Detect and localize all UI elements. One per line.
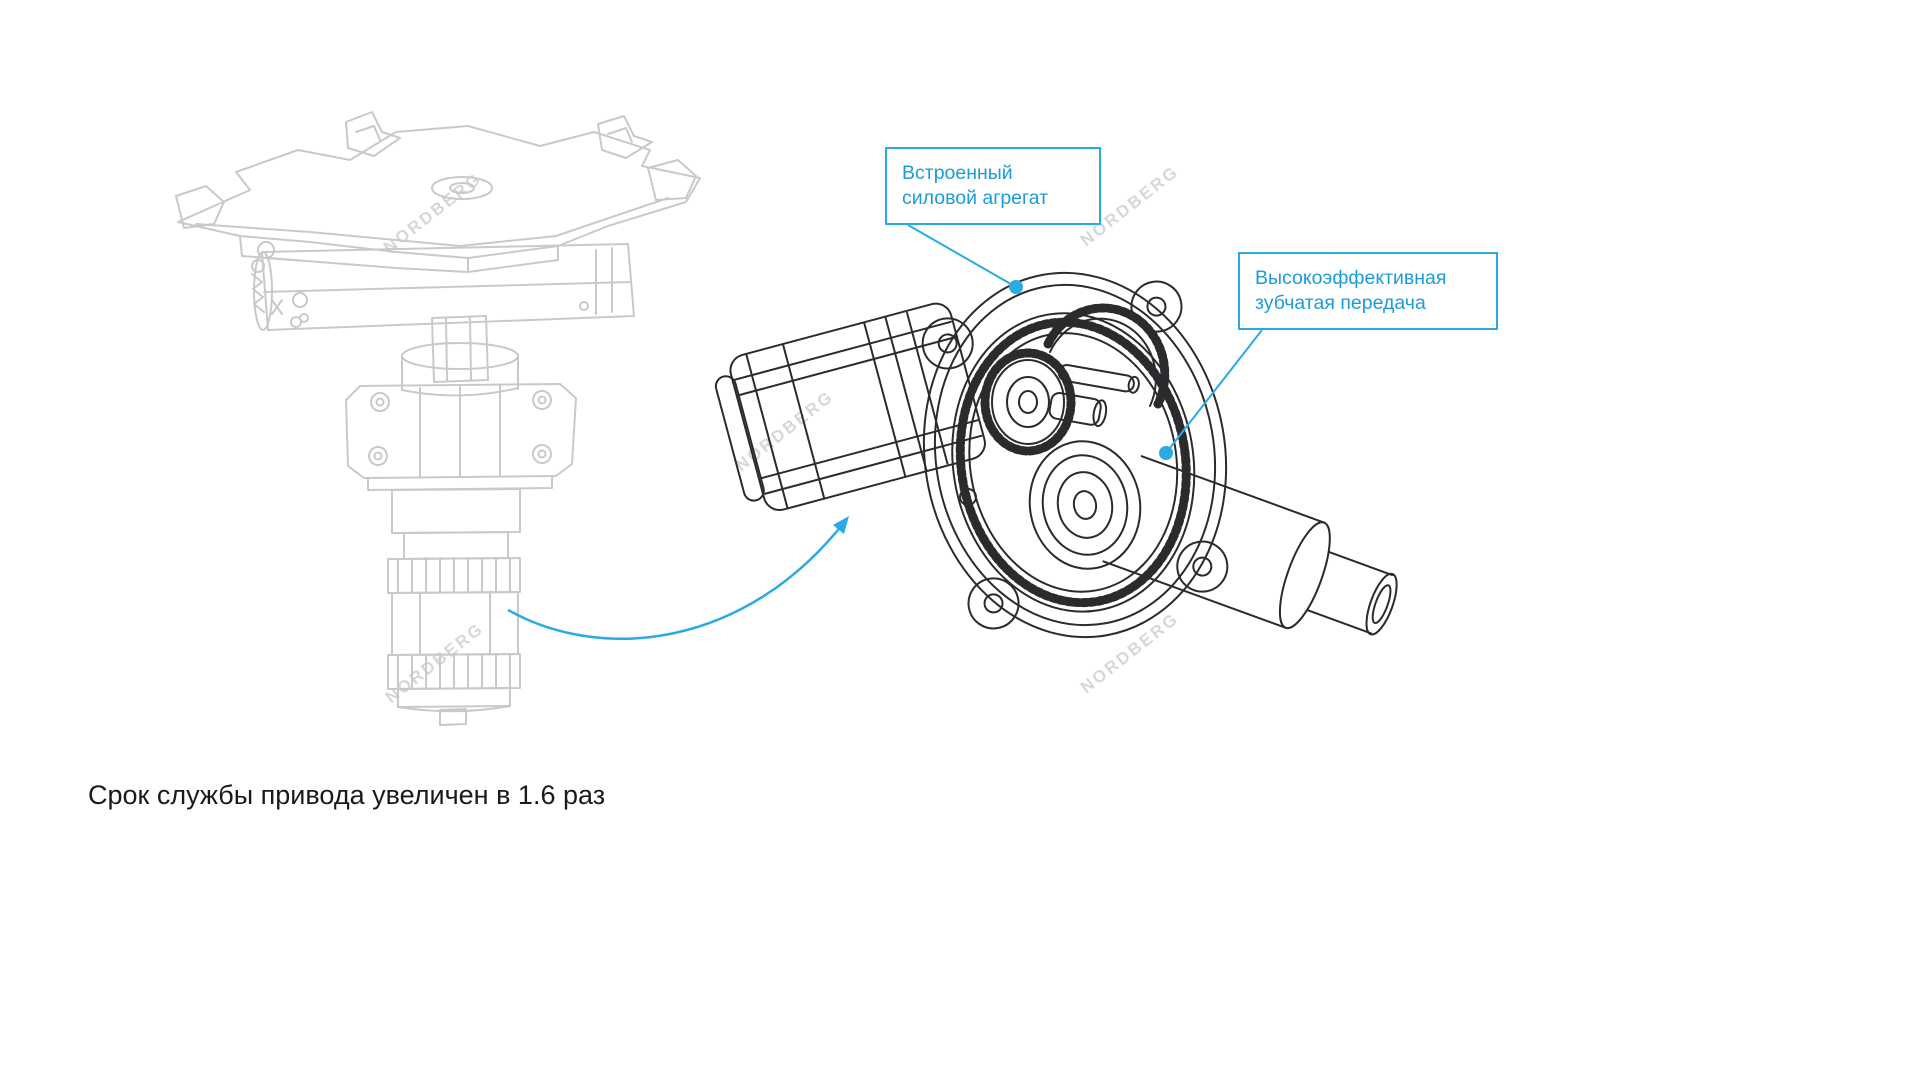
callout-gear-transmission: Высокоэффективная зубчатая передача <box>1238 252 1498 330</box>
anchor-dot-gear-transmission <box>1159 446 1173 460</box>
internal-gears <box>959 303 1170 506</box>
zoom-arrowhead-icon <box>833 516 849 534</box>
ghost-motor <box>387 488 521 726</box>
chassis-box <box>253 243 635 331</box>
gearbox-flange <box>345 342 577 491</box>
flange-housing <box>921 271 1229 639</box>
callout-power-unit: Встроенный силовой агрегат <box>885 147 1101 225</box>
output-hub <box>1028 440 1142 570</box>
anchor-dot-power-unit <box>1009 280 1023 294</box>
motor-gearbox-drawing <box>714 271 1398 639</box>
caption-text: Срок службы привода увеличен в 1.6 раз <box>88 780 606 810</box>
annotations <box>507 224 1263 640</box>
callout-gear-transmission-line1: Высокоэффективная <box>1255 267 1447 289</box>
zoom-arrow <box>507 519 847 640</box>
leader-line-gear-transmission <box>1165 329 1263 454</box>
callout-power-unit-line2: силовой агрегат <box>902 187 1049 209</box>
output-shaft <box>1102 455 1398 636</box>
leader-line-power-unit <box>907 224 1017 288</box>
ghost-assembly-drawing <box>175 111 701 726</box>
support-column <box>431 315 489 383</box>
callout-gear-transmission-line2: зубчатая передача <box>1255 292 1426 314</box>
turntable-top <box>175 111 701 273</box>
callout-power-unit-line1: Встроенный <box>902 162 1013 184</box>
motor-body <box>714 302 986 512</box>
